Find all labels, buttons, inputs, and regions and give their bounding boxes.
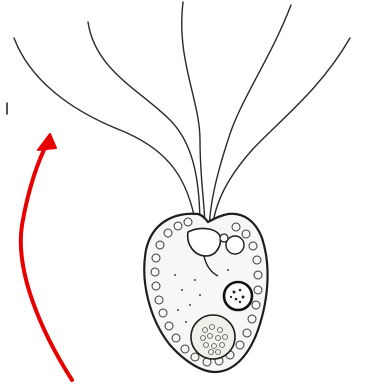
arrow-shaft [21,142,72,380]
cell-body [144,214,267,372]
annotation-arrow [21,134,72,380]
eyespot [224,282,252,310]
flagellum-2 [88,22,200,228]
flagella-group [14,2,350,230]
contractile-vacuole-large [226,236,244,254]
flagellum-3 [182,2,205,230]
flagellum-1 [14,38,196,225]
contractile-vacuole-small [220,234,228,242]
arrow-head-icon [38,134,56,150]
flagellum-5 [212,38,350,230]
nucleus [191,315,235,359]
